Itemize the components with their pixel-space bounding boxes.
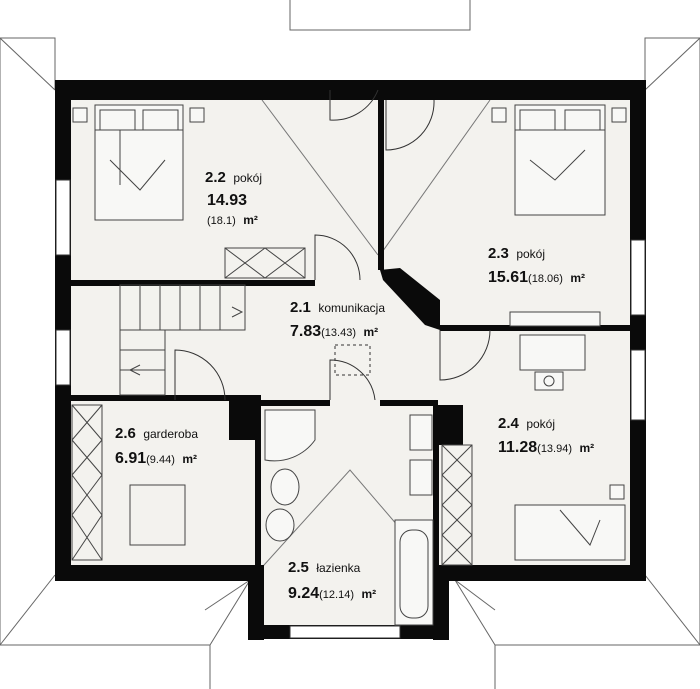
doors	[174, 89, 491, 401]
room-2-4-area: 11.28(13.94) m²	[498, 439, 594, 456]
room-2-2-label: 2.2 pokój	[205, 169, 262, 186]
bed-room-2-4	[514, 484, 626, 561]
room-2-5-area: 9.24(12.14) m²	[288, 585, 376, 602]
windows	[55, 179, 646, 639]
room-2-5-label: 2.5 łazienka	[288, 559, 361, 576]
room-2-6-area: 6.91(9.44) m²	[115, 450, 197, 467]
room-2-2-total: (18.1) m²	[207, 211, 258, 228]
desk-room-2-4	[519, 334, 586, 391]
shelves-room-2-6	[71, 404, 186, 561]
room-2-1-area: 7.83(13.43) m²	[290, 323, 378, 340]
bed-room-2-3	[491, 104, 627, 216]
stairs	[119, 284, 246, 396]
room-labels: 2.2 pokój 14.93 (18.1) m² 2.3 pokój 15.6…	[115, 169, 594, 602]
room-2-4-label: 2.4 pokój	[498, 415, 555, 432]
room-2-6-label: 2.6 garderoba	[115, 425, 198, 442]
desk-room-2-3	[509, 311, 601, 327]
room-2-3-label: 2.3 pokój	[488, 245, 545, 262]
wardrobe-room-2-4	[441, 444, 473, 566]
bed-room-2-2	[72, 104, 205, 221]
room-2-1-label: 2.1 komunikacja	[290, 299, 385, 316]
interior-walls	[65, 90, 635, 570]
room-2-2-area: 14.93	[207, 192, 247, 209]
room-2-3-area: 15.61(18.06) m²	[488, 269, 585, 286]
bathroom-fixtures	[264, 409, 434, 626]
wardrobe-room-2-2	[224, 247, 306, 279]
